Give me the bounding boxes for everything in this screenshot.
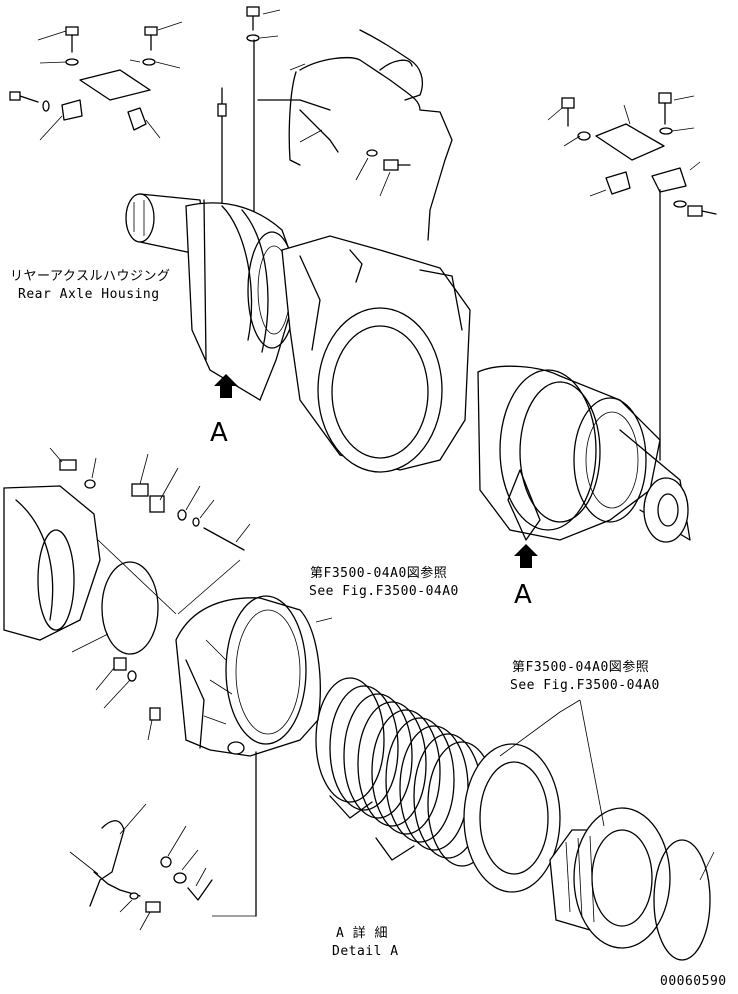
detail-a-title-en: Detail A [332, 944, 399, 959]
see-figure-note-2-jp: 第F3500-04A0図参照 [512, 660, 650, 675]
see-figure-note-1-en: See Fig.F3500-04A0 [309, 584, 459, 599]
rear-axle-housing-label-en: Rear Axle Housing [18, 287, 160, 302]
detail-a-brake-housing [95, 595, 333, 917]
rear-axle-housing-label-jp: リヤーアクスルハウジング [10, 269, 171, 284]
see-figure-note-2-en: See Fig.F3500-04A0 [510, 678, 660, 693]
view-a-marker-right: A [514, 580, 533, 610]
detail-a-hub-assembly [549, 699, 715, 961]
view-a-arrow-left [214, 374, 238, 398]
drawing-number: 00060590 [660, 974, 727, 989]
detail-a-housing-section [3, 447, 251, 655]
bolt-cluster-top-left [9, 6, 281, 141]
bolt-cluster-top-right [547, 92, 717, 461]
detail-a-title-jp: A 詳 細 [336, 926, 388, 941]
detail-a-brake-disc-pack [315, 677, 581, 893]
rear-axle-housing [125, 193, 691, 543]
detail-a-bleeder-pipe [69, 803, 256, 931]
view-a-arrow-right [514, 544, 538, 568]
brake-pipe-assembly [217, 29, 453, 241]
view-a-marker-left: A [210, 418, 229, 448]
see-figure-note-1-jp: 第F3500-04A0図参照 [310, 566, 448, 581]
